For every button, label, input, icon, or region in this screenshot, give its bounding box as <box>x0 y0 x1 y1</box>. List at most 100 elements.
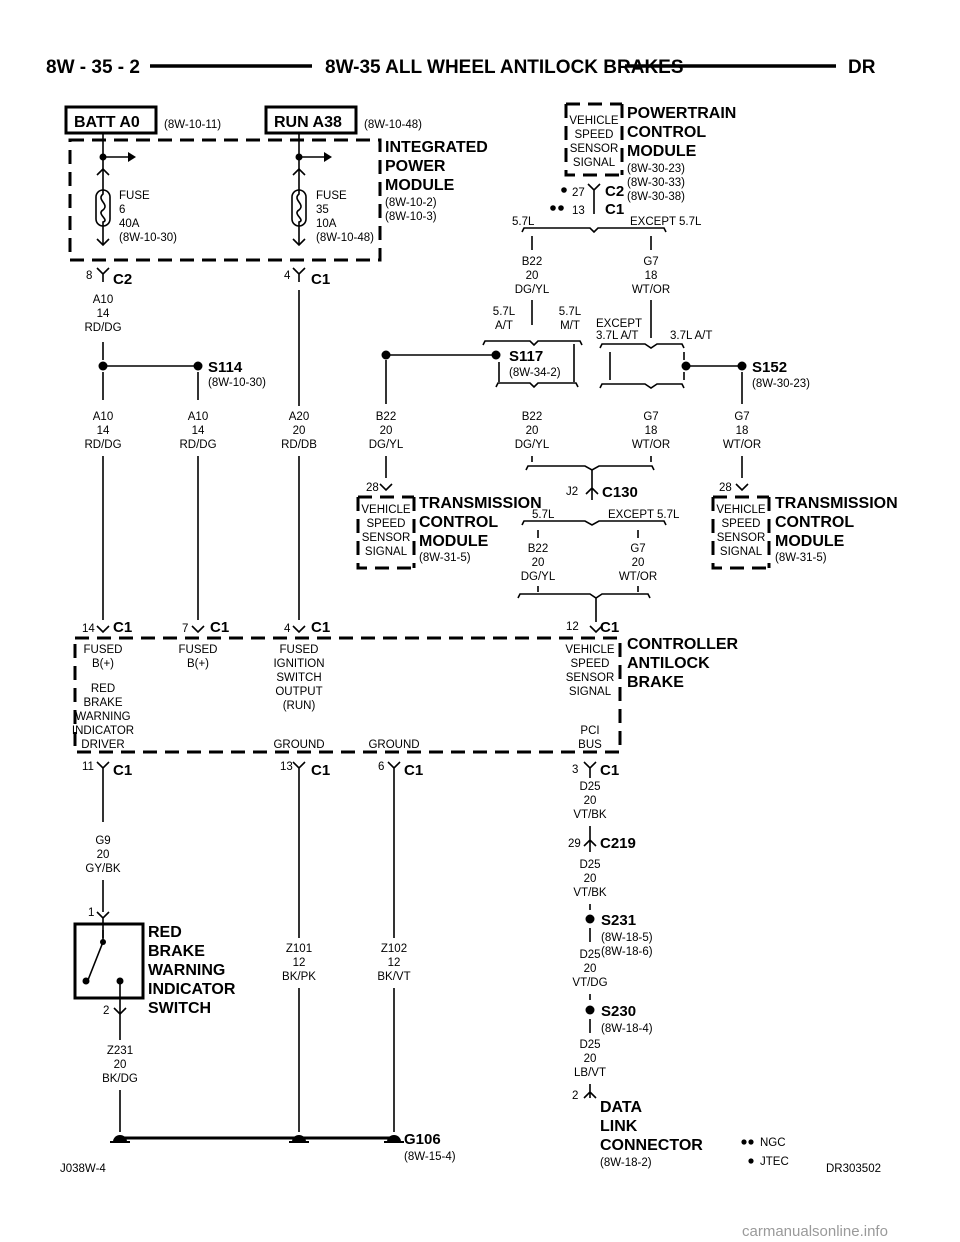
wire-g7-mid: G7 <box>643 411 658 423</box>
wire-b22-c130-gauge: 20 <box>532 557 545 569</box>
svg-text:(8W-10-30): (8W-10-30) <box>119 232 177 244</box>
page-number: 8W - 35 - 2 <box>46 57 140 78</box>
wire-d25-c: D25 <box>579 949 600 961</box>
pin-ground-2: GROUND <box>368 739 419 751</box>
svg-text:(8W-30-38): (8W-30-38) <box>627 191 685 203</box>
svg-text:3: 3 <box>572 764 578 776</box>
svg-text:CONNECTOR: CONNECTOR <box>600 1137 703 1154</box>
wire-a10-right: A10 <box>188 411 208 423</box>
splice-s152: EXCEPT 3.7L A/T 3.7L A/T S152 (8W-30-23) <box>596 318 810 404</box>
svg-text:M/T: M/T <box>560 320 580 332</box>
connector-c130: J2 C130 5.7L EXCEPT 5.7L <box>521 470 680 538</box>
svg-text:4: 4 <box>284 623 291 635</box>
svg-text:(8W-34-2): (8W-34-2) <box>509 367 561 379</box>
wire-g7-mid-gauge: 18 <box>645 425 658 437</box>
svg-text:(8W-10-2): (8W-10-2) <box>385 197 437 209</box>
svg-text:CONTROL: CONTROL <box>775 514 854 531</box>
cab-pins-bottom: 11 C1 13 C1 6 C1 3 C1 <box>82 761 619 938</box>
svg-text:4: 4 <box>284 270 291 282</box>
wire-a10-left-color: RD/DG <box>84 439 121 451</box>
splice-s114: S114 (8W-10-30) <box>98 359 266 400</box>
svg-text:FUSE: FUSE <box>119 190 150 202</box>
svg-text:(8W-10-11): (8W-10-11) <box>164 119 221 131</box>
svg-text:WARNING: WARNING <box>148 962 225 979</box>
svg-text:C1: C1 <box>113 619 132 636</box>
svg-text:CONTROLLER: CONTROLLER <box>627 636 739 653</box>
svg-text:LINK: LINK <box>600 1118 638 1135</box>
svg-text:TRANSMISSION: TRANSMISSION <box>775 495 898 512</box>
svg-text:(8W-10-3): (8W-10-3) <box>385 211 437 223</box>
svg-text:2: 2 <box>103 1005 109 1017</box>
pin-fused-ign-3: OUTPUT <box>275 686 322 698</box>
svg-text:POWERTRAIN: POWERTRAIN <box>627 105 736 122</box>
svg-text:JTEC: JTEC <box>760 1156 789 1168</box>
wire-d25-a-color: VT/BK <box>573 809 607 821</box>
transmission-control-module-left: 28 VEHICLE SPEED SENSOR SIGNAL TRANSMISS… <box>356 482 542 570</box>
svg-text:(8W-10-48): (8W-10-48) <box>316 232 374 244</box>
svg-text:SPEED: SPEED <box>575 129 614 141</box>
svg-text:(8W-31-5): (8W-31-5) <box>775 552 827 564</box>
svg-text:ANTILOCK: ANTILOCK <box>627 655 710 672</box>
section-code: DR <box>848 57 876 78</box>
pin-fused-bplus-1: FUSED <box>84 644 123 656</box>
svg-text:C1: C1 <box>600 762 619 779</box>
svg-text:S117: S117 <box>509 348 543 365</box>
svg-text:SIGNAL: SIGNAL <box>720 546 763 558</box>
svg-text:14: 14 <box>82 623 95 635</box>
svg-text:5.7L: 5.7L <box>512 216 535 228</box>
wire-b22-left: B22 <box>376 411 396 423</box>
svg-text:S152: S152 <box>752 359 787 376</box>
svg-text:MODULE: MODULE <box>419 533 489 550</box>
svg-text:G106: G106 <box>404 1131 441 1148</box>
pin-pci: PCI <box>580 725 599 737</box>
svg-text:29: 29 <box>568 838 581 850</box>
splice-s117: 5.7L A/T 5.7L M/T S117 (8W-34-2) <box>381 306 583 404</box>
svg-text:C1: C1 <box>210 619 229 636</box>
svg-text:10A: 10A <box>316 218 337 230</box>
wire-a10-left: A10 <box>93 411 113 423</box>
svg-text:SIGNAL: SIGNAL <box>365 546 408 558</box>
wire-a10-right-gauge: 14 <box>192 425 205 437</box>
wire-b22-left-gauge: 20 <box>380 425 393 437</box>
svg-text:A/T: A/T <box>495 320 513 332</box>
data-link-connector: 2 DATA LINK CONNECTOR (8W-18-2) <box>572 1084 703 1169</box>
wire-z231-color: BK/DG <box>102 1073 138 1085</box>
wire-a20-color: RD/DB <box>281 439 317 451</box>
wire-z102-color: BK/VT <box>377 971 410 983</box>
svg-text:5.7L: 5.7L <box>493 306 516 318</box>
splice-s230: S230 (8W-18-4) <box>585 994 653 1035</box>
svg-text:EXCEPT 5.7L: EXCEPT 5.7L <box>630 216 702 228</box>
svg-text:VEHICLE: VEHICLE <box>569 115 619 127</box>
splice-s231: S231 (8W-18-5) (8W-18-6) <box>585 904 653 958</box>
wire-a10-top-gauge: 14 <box>97 308 110 320</box>
wire-g7-pcm-color: WT/OR <box>632 284 670 296</box>
svg-text:C1: C1 <box>311 762 330 779</box>
svg-text:12: 12 <box>566 621 579 633</box>
svg-text:C1: C1 <box>600 619 619 636</box>
run-a38-source: RUN A38 (8W-10-48) <box>264 105 422 135</box>
svg-text:POWER: POWER <box>385 158 446 175</box>
wire-z101-gauge: 12 <box>293 957 306 969</box>
svg-text:40A: 40A <box>119 218 140 230</box>
svg-text:SPEED: SPEED <box>722 518 761 530</box>
page-title: 8W-35 ALL WHEEL ANTILOCK BRAKES <box>325 57 684 78</box>
watermark: carmanualsonline.info <box>742 1223 888 1240</box>
svg-text:BRAKE: BRAKE <box>148 943 205 960</box>
wire-b22-pcm-color: DG/YL <box>515 284 550 296</box>
svg-text:RED: RED <box>148 924 182 941</box>
pin-red-brake-1: BRAKE <box>84 697 123 709</box>
wire-a10-right-color: RD/DG <box>179 439 216 451</box>
svg-text:C1: C1 <box>404 762 423 779</box>
controller-antilock-brake: CONTROLLER ANTILOCK BRAKE <box>73 636 739 754</box>
wire-g7-c130-gauge: 20 <box>632 557 645 569</box>
svg-text:5.7L: 5.7L <box>559 306 582 318</box>
ipm-c2-pin-8: 8 C2 <box>86 267 132 288</box>
footer-code-right: DR303502 <box>826 1163 881 1175</box>
pin-red-brake-4: DRIVER <box>81 739 124 751</box>
svg-text:SWITCH: SWITCH <box>148 1000 211 1017</box>
wire-g9-color: GY/BK <box>85 863 120 875</box>
c130-merge-top <box>525 456 655 471</box>
cab-pins-top: 14 C1 7 C1 4 C1 12 C1 <box>82 619 619 636</box>
wire-b22-c130: B22 <box>528 543 548 555</box>
svg-text:FUSE: FUSE <box>316 190 347 202</box>
